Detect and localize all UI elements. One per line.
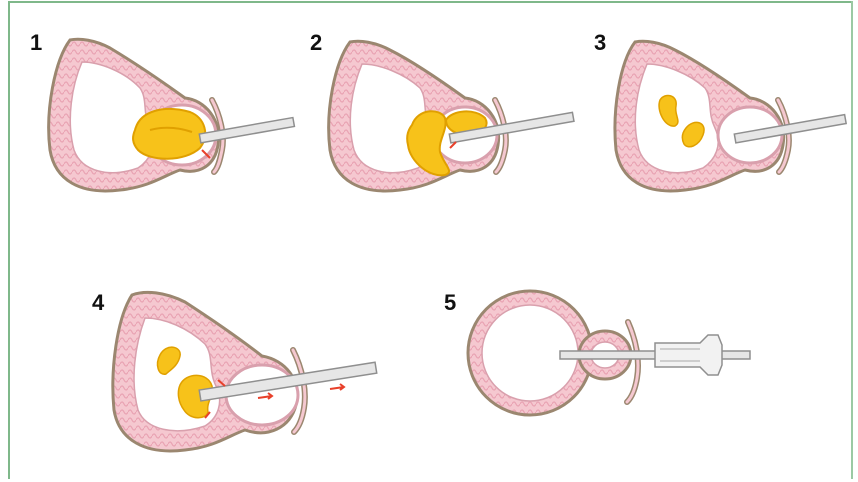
step-1-illustration: 1 xyxy=(30,30,294,191)
step-2-number: 2 xyxy=(310,30,322,55)
step-3-number: 3 xyxy=(594,30,606,55)
step-1-number: 1 xyxy=(30,30,42,55)
step-4-flow-arrow-2 xyxy=(330,384,344,390)
step-5-number: 5 xyxy=(444,290,456,315)
step-4-illustration: 4 xyxy=(92,290,377,451)
step-4-number: 4 xyxy=(92,290,105,315)
step-3-illustration: 3 xyxy=(594,30,846,191)
step-1-tissue xyxy=(133,109,205,159)
step-5-illustration: 5 xyxy=(444,290,750,415)
step-5-aspirator xyxy=(655,335,722,375)
step-2-illustration: 2 xyxy=(310,30,574,191)
